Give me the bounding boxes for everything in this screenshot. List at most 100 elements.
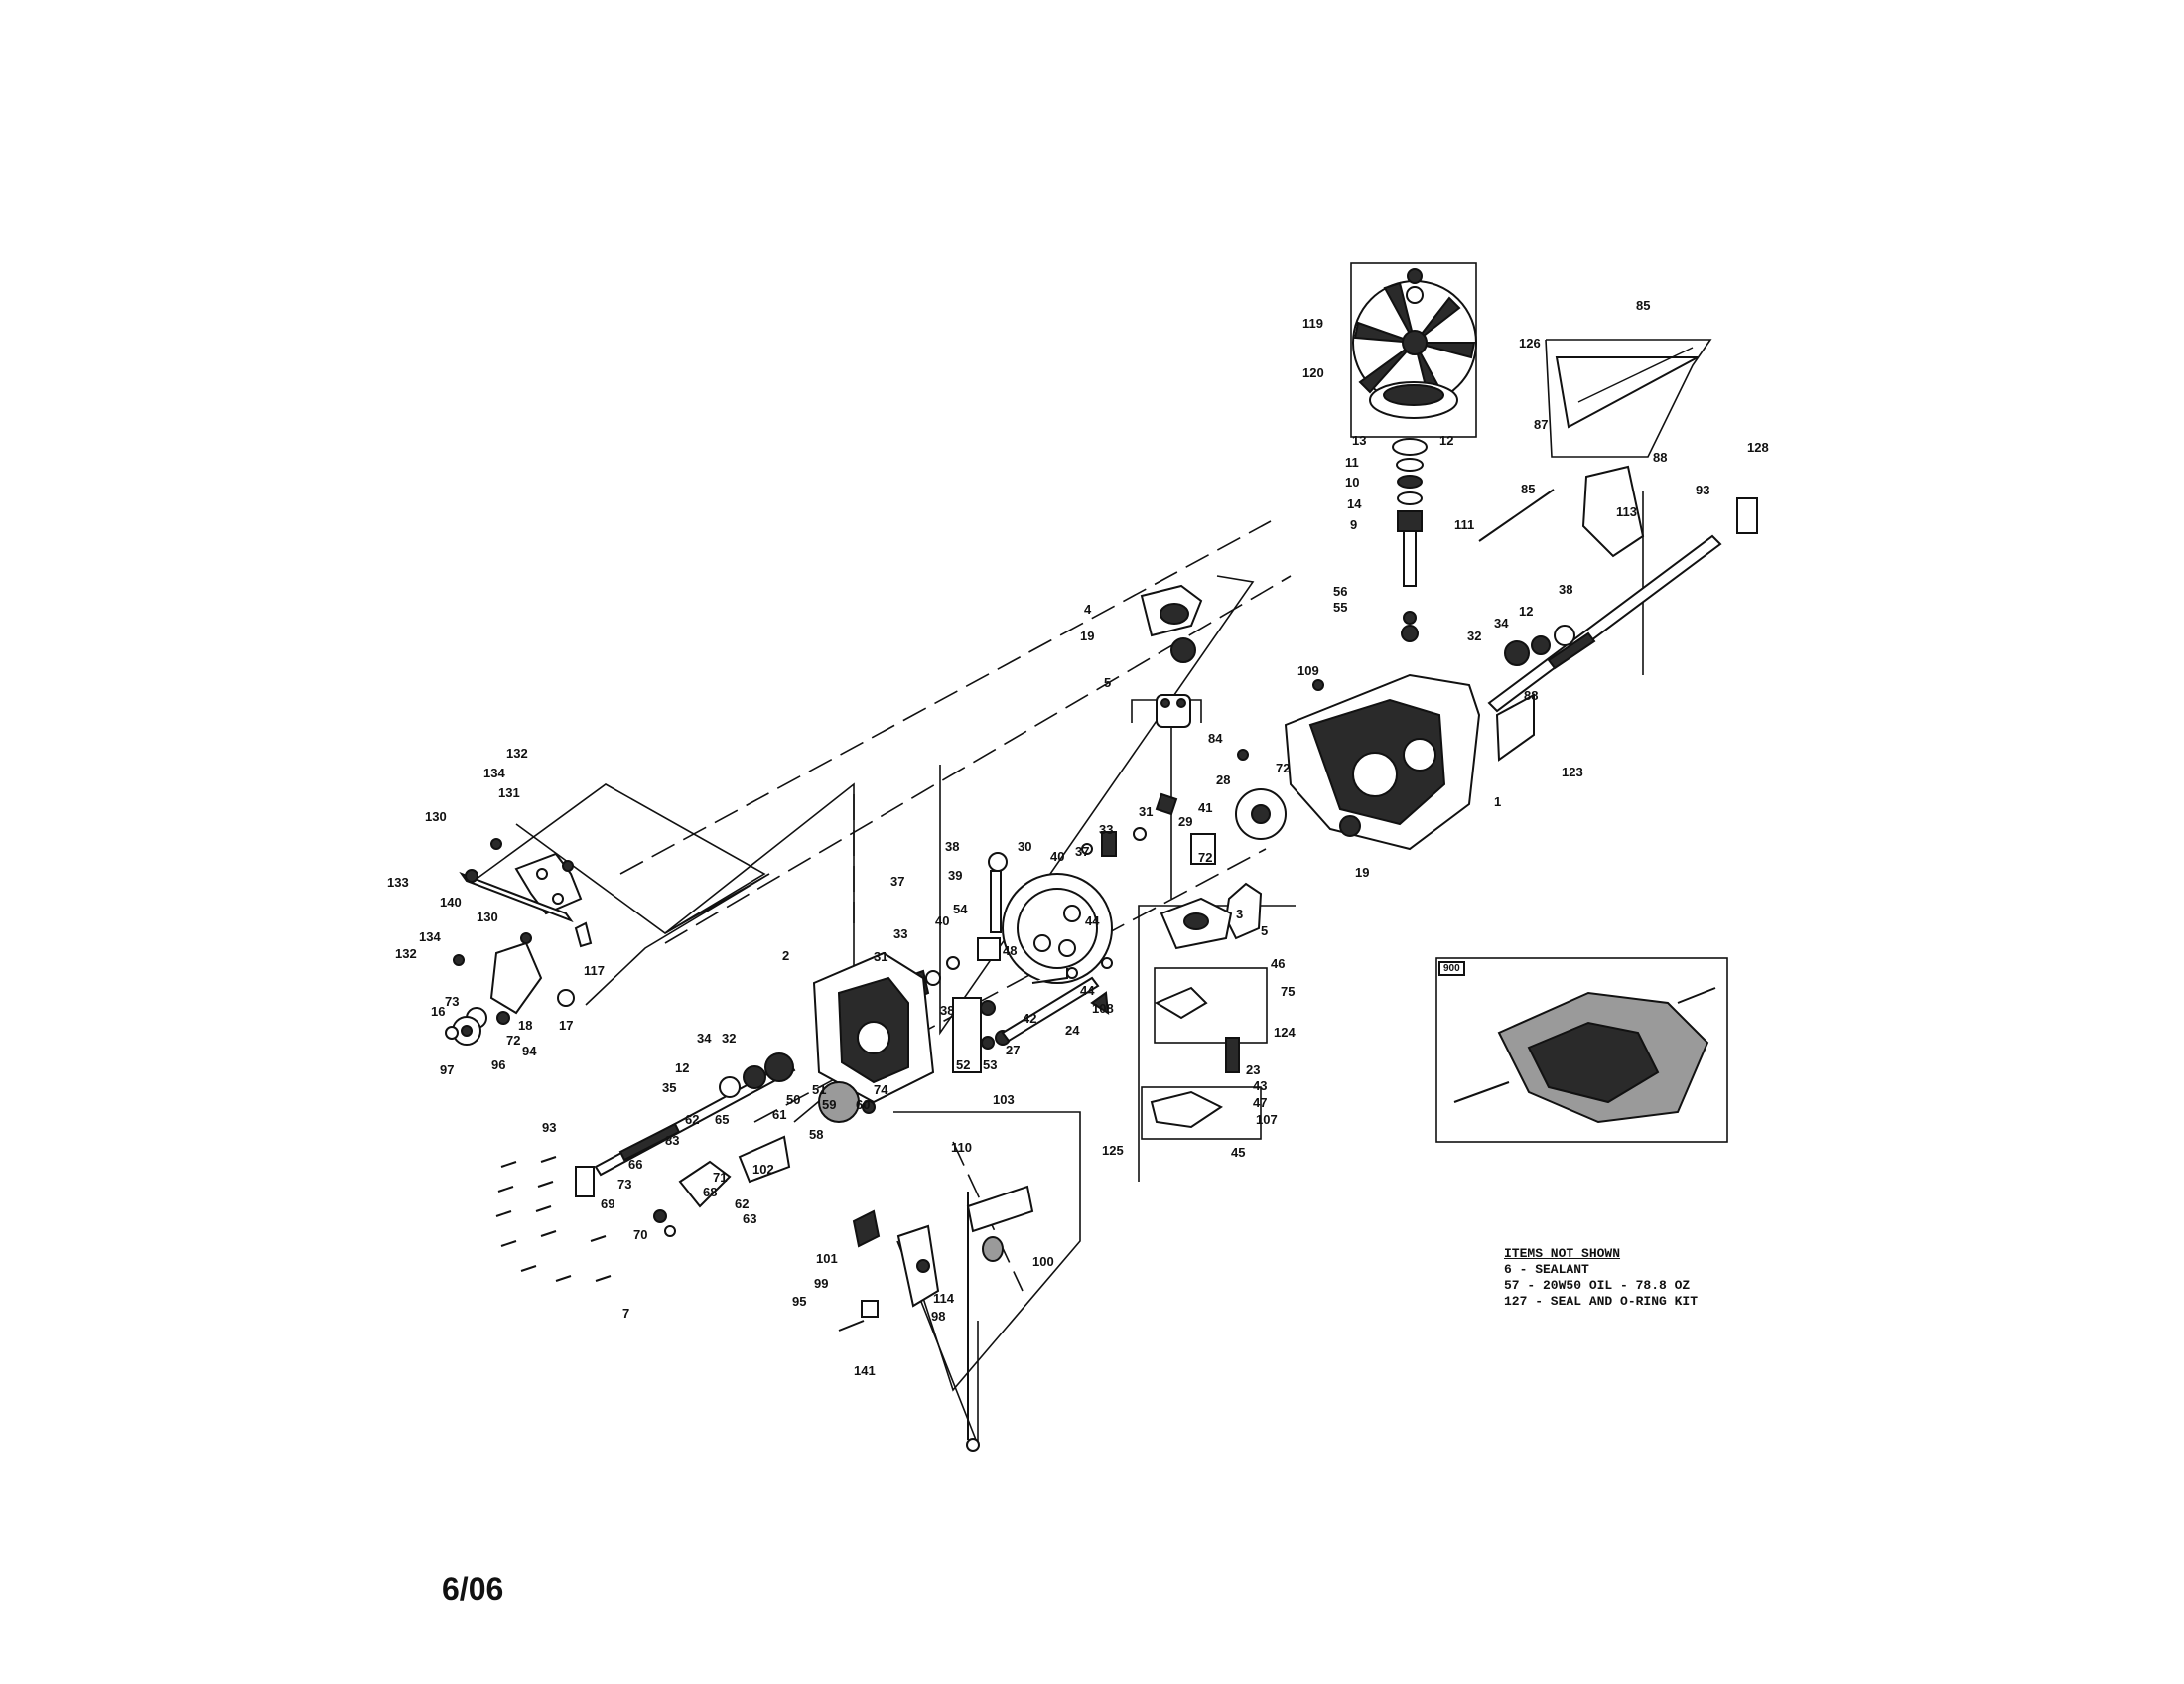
bracket-93b	[575, 1166, 595, 1197]
callout: 62	[685, 1112, 699, 1127]
arm-58	[738, 1135, 791, 1184]
callout: 98	[931, 1309, 945, 1324]
callout: 60	[856, 1097, 870, 1112]
callout: 12	[675, 1060, 689, 1075]
callout: 70	[633, 1227, 647, 1242]
callout: 51	[812, 1082, 826, 1097]
shaft-39	[990, 870, 1002, 933]
bracket-103	[952, 997, 982, 1073]
bearing-19b	[1339, 815, 1361, 837]
bracket-123	[1495, 693, 1535, 762]
callout: 59	[822, 1097, 836, 1112]
items-not-shown-notes: ITEMS NOT SHOWN 6 - SEALANT 57 - 20W50 O…	[1504, 1246, 1802, 1310]
callout: 12	[1439, 433, 1453, 448]
callout: 132	[395, 946, 417, 961]
rod-85	[1478, 489, 1555, 542]
callout: 102	[752, 1162, 774, 1177]
callout: 72	[506, 1033, 520, 1048]
note-item: 57 - 20W50 OIL - 78.8 OZ	[1504, 1278, 1691, 1293]
callout: 46	[1271, 956, 1285, 971]
washer-56	[1403, 611, 1417, 625]
callout: 43	[1253, 1078, 1267, 1093]
callout-labels: 119 126 120 85 13 12 128 11 87 88 10 14 …	[387, 298, 1769, 1378]
inset-axle-left	[1453, 1081, 1510, 1103]
axle-right	[1487, 534, 1722, 713]
callout: 74	[874, 1082, 888, 1097]
callout: 85	[1521, 482, 1535, 496]
callout: 3	[1236, 907, 1243, 921]
callout: 4	[1084, 602, 1092, 617]
bracket-top	[966, 1185, 1034, 1233]
rod-133	[459, 871, 574, 923]
motor-5	[1224, 882, 1263, 940]
bearing-17	[557, 989, 575, 1007]
input-shaft	[1403, 530, 1417, 587]
callout: 17	[559, 1018, 573, 1033]
callout: 113	[1616, 504, 1637, 519]
hidden-line-4	[664, 575, 1292, 944]
bearing-32	[1504, 640, 1530, 666]
callout: 134	[483, 766, 505, 780]
note-item: 127 - SEAL AND O-RING KIT	[1504, 1294, 1699, 1309]
block-54	[977, 937, 1001, 961]
arm-66	[678, 1160, 732, 1208]
callout: 110	[951, 1140, 972, 1155]
callout: 94	[522, 1044, 537, 1058]
belt-cover	[1555, 356, 1699, 429]
washer-40	[1081, 843, 1093, 855]
disc-59	[818, 1081, 860, 1123]
callout: 101	[816, 1251, 838, 1266]
callout: 42	[1023, 1011, 1036, 1026]
key-48	[1031, 968, 1068, 984]
spring-101	[852, 1209, 881, 1248]
seal-10	[1397, 475, 1423, 489]
callout: 41	[1198, 800, 1212, 815]
ring-27	[981, 1036, 995, 1050]
overview-inset	[1435, 957, 1728, 1143]
bearing-32b	[764, 1052, 794, 1082]
washer-33b	[925, 970, 941, 986]
callout: 9	[1350, 517, 1357, 532]
callout: 13	[1352, 433, 1366, 448]
washer-40b	[946, 956, 960, 970]
callout: 27	[1006, 1043, 1020, 1057]
callout: 45	[1231, 1145, 1245, 1160]
callout: 10	[1345, 475, 1359, 490]
callout: 128	[1747, 440, 1769, 455]
callout: 54	[953, 902, 968, 916]
callout: 38	[1559, 582, 1572, 597]
callout: 100	[1032, 1254, 1054, 1269]
callout: 93	[1696, 483, 1709, 497]
arm-18	[489, 941, 543, 1015]
washer-44b	[1101, 957, 1113, 969]
washer-100	[982, 1236, 1004, 1262]
callout: 48	[1003, 943, 1017, 958]
callout: 123	[1562, 765, 1583, 779]
callout: 31	[1139, 804, 1153, 819]
washer-44	[1066, 967, 1078, 979]
callout: 38	[940, 1003, 954, 1018]
callout: 39	[948, 868, 962, 883]
callout: 72	[1198, 850, 1212, 865]
callout: 16	[431, 1004, 445, 1019]
ring-12b	[719, 1076, 741, 1098]
callout: 29	[1178, 814, 1192, 829]
callout: 32	[722, 1031, 736, 1046]
bearing-19	[1170, 637, 1196, 663]
bolt-97	[445, 1026, 459, 1040]
nut-72	[496, 1011, 510, 1025]
nut-31	[1155, 792, 1178, 816]
callout: 44	[1080, 983, 1095, 998]
washer-73	[664, 1225, 676, 1237]
callout: 130	[425, 809, 447, 824]
callout: 108	[1092, 1001, 1114, 1016]
callout: 56	[1333, 584, 1347, 599]
bolt-134b	[453, 954, 465, 966]
callout: 88	[1653, 450, 1667, 465]
note-item: 6 - SEALANT	[1504, 1262, 1589, 1277]
callout: 73	[445, 994, 459, 1009]
callout: 50	[786, 1092, 800, 1107]
bolt-130b	[520, 932, 532, 944]
shaft-24	[1001, 976, 1100, 1043]
bracket-93	[1736, 497, 1758, 534]
